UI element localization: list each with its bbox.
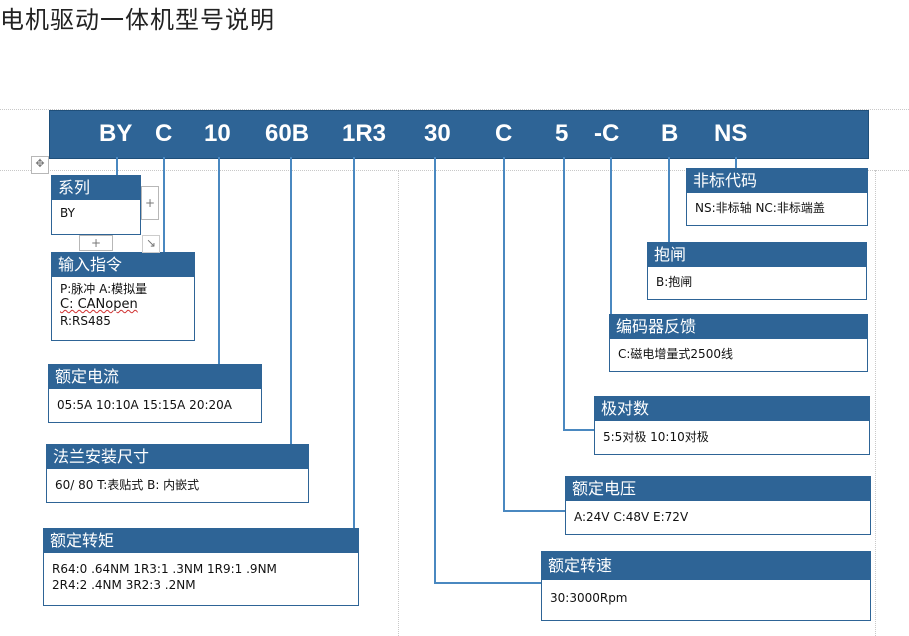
box-rated-torque: 额定转矩 R64:0 .64NM 1R3:1 .3NM 1R9:1 .9NM 2… xyxy=(43,528,359,606)
box-speed-line: 30:3000Rpm xyxy=(550,591,628,605)
box-encoder-heading: 编码器反馈 xyxy=(610,315,867,339)
connector-voltage xyxy=(503,157,505,512)
box-flange-heading: 法兰安装尺寸 xyxy=(47,445,308,469)
box-torque-line: R64:0 .64NM 1R3:1 .3NM 1R9:1 .9NM xyxy=(52,562,277,576)
box-series-heading: 系列 xyxy=(52,176,140,200)
code-input: C xyxy=(155,120,173,147)
box-nonstd-line: NS:非标轴 NC:非标端盖 xyxy=(695,201,825,215)
box-speed-heading: 额定转速 xyxy=(542,552,870,580)
connector-input xyxy=(163,157,165,252)
page-title: 电机驱动一体机型号说明 xyxy=(0,6,275,34)
box-input-line: C: CANopen xyxy=(60,297,138,312)
box-brake-heading: 抱闸 xyxy=(648,243,866,267)
connector-poles-h xyxy=(563,429,594,431)
box-brake: 抱闸 B:抱闸 xyxy=(647,242,867,300)
box-torque-heading: 额定转矩 xyxy=(44,529,358,553)
code-poles: 5 xyxy=(555,120,569,147)
box-current-heading: 额定电流 xyxy=(49,365,261,389)
margin-guide-middle xyxy=(0,170,909,171)
box-brake-line: B:抱闸 xyxy=(656,275,693,289)
add-column-button[interactable]: + xyxy=(141,186,159,220)
code-encoder: -C xyxy=(594,120,620,147)
box-series[interactable]: 系列 BY xyxy=(51,175,141,235)
box-input-line: R:RS485 xyxy=(60,314,111,328)
margin-guide-top xyxy=(0,109,909,110)
connector-flange xyxy=(290,157,292,445)
box-torque-line: 2R4:2 .4NM 3R2:3 .2NM xyxy=(52,578,196,592)
move-handle-icon[interactable]: ✥ xyxy=(31,156,49,174)
code-series: BY xyxy=(99,120,133,147)
code-voltage: C xyxy=(495,120,513,147)
margin-guide-right xyxy=(875,170,876,636)
box-non-standard: 非标代码 NS:非标轴 NC:非标端盖 xyxy=(686,168,868,226)
box-rated-voltage: 额定电压 A:24V C:48V E:72V xyxy=(565,476,871,535)
box-poles-line: 5:5对极 10:10对极 xyxy=(603,430,709,444)
box-input-heading: 输入指令 xyxy=(52,253,194,277)
code-flange: 60B xyxy=(265,120,310,147)
connector-poles xyxy=(563,157,565,431)
connector-voltage-h xyxy=(503,510,565,512)
connector-nonstandard xyxy=(735,157,737,169)
box-series-line: BY xyxy=(60,206,75,220)
box-rated-current: 额定电流 05:5A 10:10A 15:15A 20:20A xyxy=(48,364,262,423)
connector-encoder xyxy=(610,157,612,314)
box-flange-size: 法兰安装尺寸 60/ 80 T:表贴式 B: 内嵌式 xyxy=(46,444,309,503)
box-input-line: P:脉冲 A:模拟量 xyxy=(60,282,148,296)
box-current-line: 05:5A 10:10A 15:15A 20:20A xyxy=(57,398,232,412)
connector-series xyxy=(116,157,118,175)
box-flange-line: 60/ 80 T:表贴式 B: 内嵌式 xyxy=(55,478,200,492)
box-rated-speed: 额定转速 30:3000Rpm xyxy=(541,551,871,621)
connector-torque xyxy=(353,157,355,530)
margin-guide-left xyxy=(398,170,399,636)
box-pole-pairs: 极对数 5:5对极 10:10对极 xyxy=(594,396,870,455)
box-poles-heading: 极对数 xyxy=(595,397,869,421)
box-nonstd-heading: 非标代码 xyxy=(687,169,867,193)
connector-brake xyxy=(668,157,670,242)
resize-handle-icon[interactable]: ↘ xyxy=(142,235,160,253)
box-voltage-line: A:24V C:48V E:72V xyxy=(574,510,689,524)
model-code-bar: BY C 10 60B 1R3 30 C 5 -C B NS xyxy=(49,110,869,159)
connector-speed xyxy=(434,157,436,584)
add-row-button[interactable]: + xyxy=(79,235,113,251)
box-voltage-heading: 额定电压 xyxy=(566,477,870,501)
code-nonstandard: NS xyxy=(714,120,748,147)
code-brake: B xyxy=(661,120,679,147)
code-torque: 1R3 xyxy=(342,120,387,147)
code-current: 10 xyxy=(204,120,231,147)
code-speed: 30 xyxy=(424,120,451,147)
box-input-command: 输入指令 P:脉冲 A:模拟量 C: CANopen R:RS485 xyxy=(51,252,195,341)
connector-current xyxy=(218,157,220,365)
box-encoder-line: C:磁电增量式2500线 xyxy=(618,347,733,361)
connector-speed-h xyxy=(434,582,541,584)
box-encoder-feedback: 编码器反馈 C:磁电增量式2500线 xyxy=(609,314,868,372)
